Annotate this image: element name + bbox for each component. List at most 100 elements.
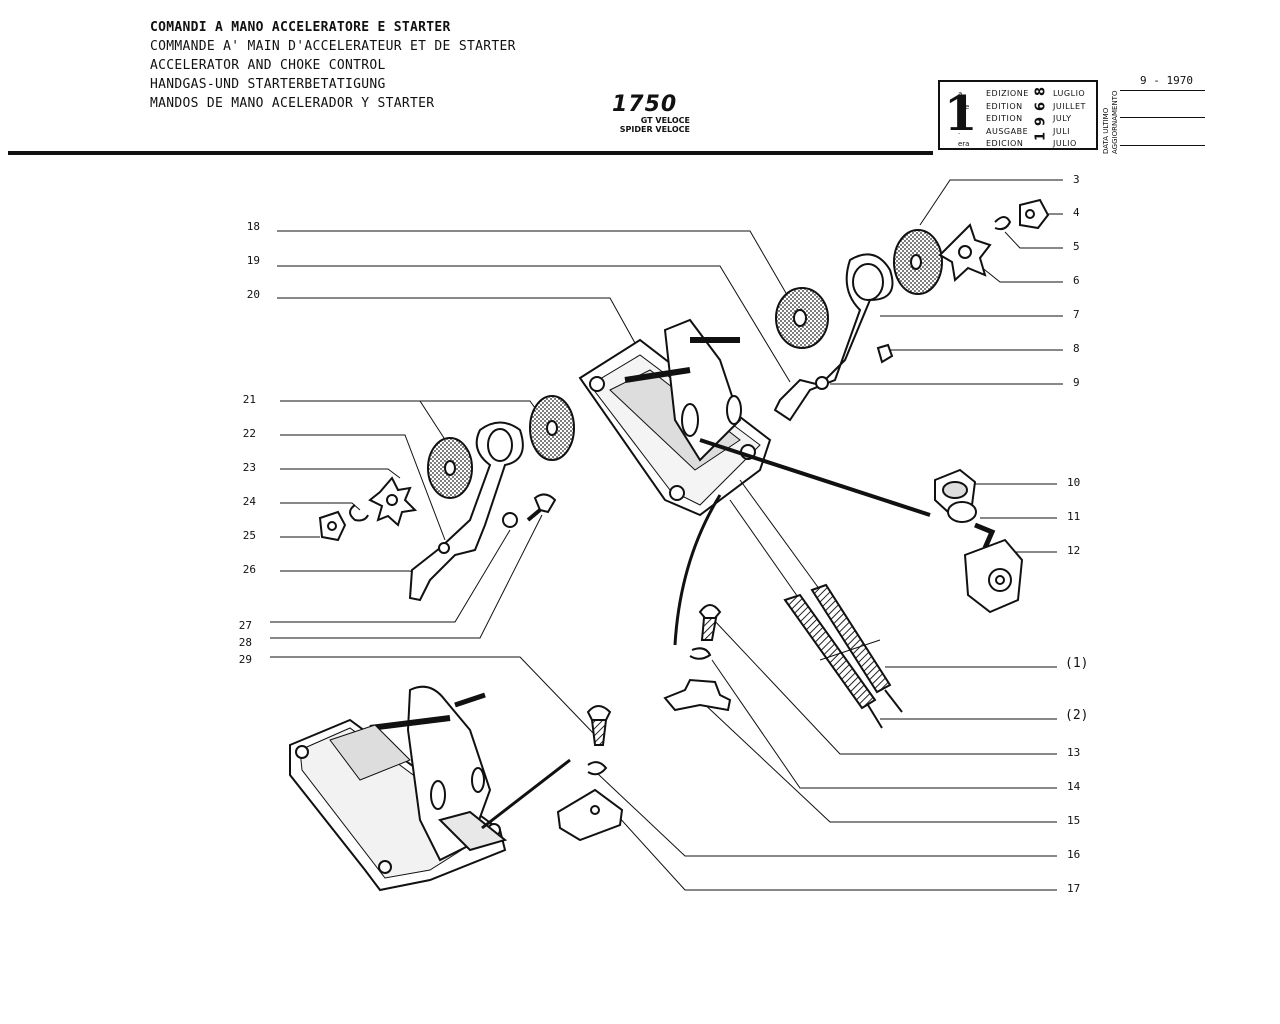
edition-month: JUILLET [1053,101,1086,111]
model-logo: 1750 [612,92,678,117]
model-variant-gt: GT VELOCE [640,116,690,125]
leader-24 [280,502,361,511]
callout-25: 25 [242,529,256,542]
callout-24: 24 [242,495,256,508]
leader-14 [711,659,1057,789]
callout-17: 17 [1067,882,1081,895]
callout-15: 15 [1067,814,1081,827]
leader-19 [277,265,791,383]
title-english: ACCELERATOR AND CHOKE CONTROL [150,58,386,73]
callout-2: (2) [1065,708,1089,723]
leader-21b [420,400,541,416]
leader-21 [280,400,456,456]
leader-15 [699,699,1057,823]
leader-13 [711,617,1057,755]
title-french: COMMANDE A' MAIN D'ACCELERATEUR ET DE ST… [150,39,516,54]
callout-20: 20 [246,288,260,301]
callout-29: 29 [238,653,252,666]
callout-8: 8 [1073,342,1080,355]
edition-word: EDIZIONE [986,89,1029,98]
callout-12: 12 [1067,544,1081,557]
leader-20 [277,297,641,353]
callout-28: 28 [238,636,252,649]
edition-months: LUGLIO JUILLET JULY JULI JULIO [1053,88,1086,151]
callout-5: 5 [1073,240,1080,253]
callout-11: 11 [1067,510,1081,523]
edition-month: JULY [1053,114,1072,123]
callout-4: 4 [1073,206,1080,219]
clip-arrow [673,494,722,646]
callout-6: 6 [1073,274,1080,287]
leader-23 [280,468,401,479]
bolt-head-29 [586,705,612,721]
update-line [1120,145,1205,146]
edition-word: EDITION [986,101,1023,111]
callout-1: (1) [1065,656,1089,671]
leader-28 [270,514,543,639]
control-cables [729,479,903,729]
leader-5 [1004,231,1063,249]
callout-19: 19 [246,254,260,267]
bolt-28 [533,493,557,514]
callout-14: 14 [1067,780,1081,793]
leader-lines [270,179,1063,891]
callout-7: 7 [1073,308,1080,321]
callout-21: 21 [242,393,256,406]
left-lever-parts [318,395,575,602]
title-german: HANDGAS-UND STARTERBETATIGUNG [150,77,386,92]
washer-16 [587,761,608,776]
washer-9 [815,376,829,390]
callout-27: 27 [238,619,252,632]
update-line [1120,90,1205,91]
edition-month: JULIO [1053,139,1077,148]
edition-suffix: ere [958,102,970,111]
title-italian: COMANDI A MANO ACCELERATORE E STARTER [150,20,451,35]
callout-10: 10 [1067,476,1081,489]
edition-number: 1 [944,86,978,142]
edition-suffix: era [958,140,970,148]
leader-17 [616,814,1057,891]
callout-22: 22 [242,427,256,440]
washer-14 [689,647,712,660]
cable-clip-parts [663,604,732,712]
washer-11 [947,501,977,523]
spring-washer-5 [994,216,1012,231]
leader-18 [277,230,791,301]
edition-month: LUGLIO [1053,89,1086,98]
callout-23: 23 [242,461,256,474]
spring-washer-24 [349,504,369,522]
lower-bolt-parts [556,705,624,842]
update-line [1120,117,1205,118]
update-date: 9 - 1970 [1140,74,1193,87]
edition-suffixes: a ere st . era [958,88,969,151]
washer-26 [438,542,450,554]
edition-suffix: . [958,127,961,136]
edition-word: EDITION [986,114,1023,123]
assembled-view [289,685,508,892]
title-block: COMANDI A MANO ACCELERATORE E STARTER CO… [150,18,516,113]
assembly-arrow [699,438,931,517]
edition-word: AUSGABE [986,126,1029,136]
cable-end-parts [934,468,1024,614]
upper-right-parts [773,198,1050,422]
cable-sheath-2 [783,593,877,710]
model-variants: GT VELOCE SPIDER VELOCE [614,116,690,134]
callout-13: 13 [1067,746,1081,759]
edition-words: EDIZIONE EDITION EDITION AUSGABE EDICION [986,88,1029,151]
leader-29 [270,656,596,736]
cable-sheath-1 [810,583,892,694]
leader-6 [974,261,1063,283]
callout-16: 16 [1067,848,1081,861]
washer-27 [502,512,518,528]
leader-22 [280,434,446,541]
edition-suffix: st [958,115,965,123]
edition-suffix: a [958,90,963,98]
model-variant-spider: SPIDER VELOCE [619,125,690,134]
callout-26: 26 [242,563,256,576]
title-spanish: MANDOS DE MANO ACELERADOR Y STARTER [150,96,435,111]
edition-word: EDICION [986,139,1024,148]
callout-9: 9 [1073,376,1080,389]
cable-clip-15 [663,678,732,712]
choke-lever [408,421,524,602]
